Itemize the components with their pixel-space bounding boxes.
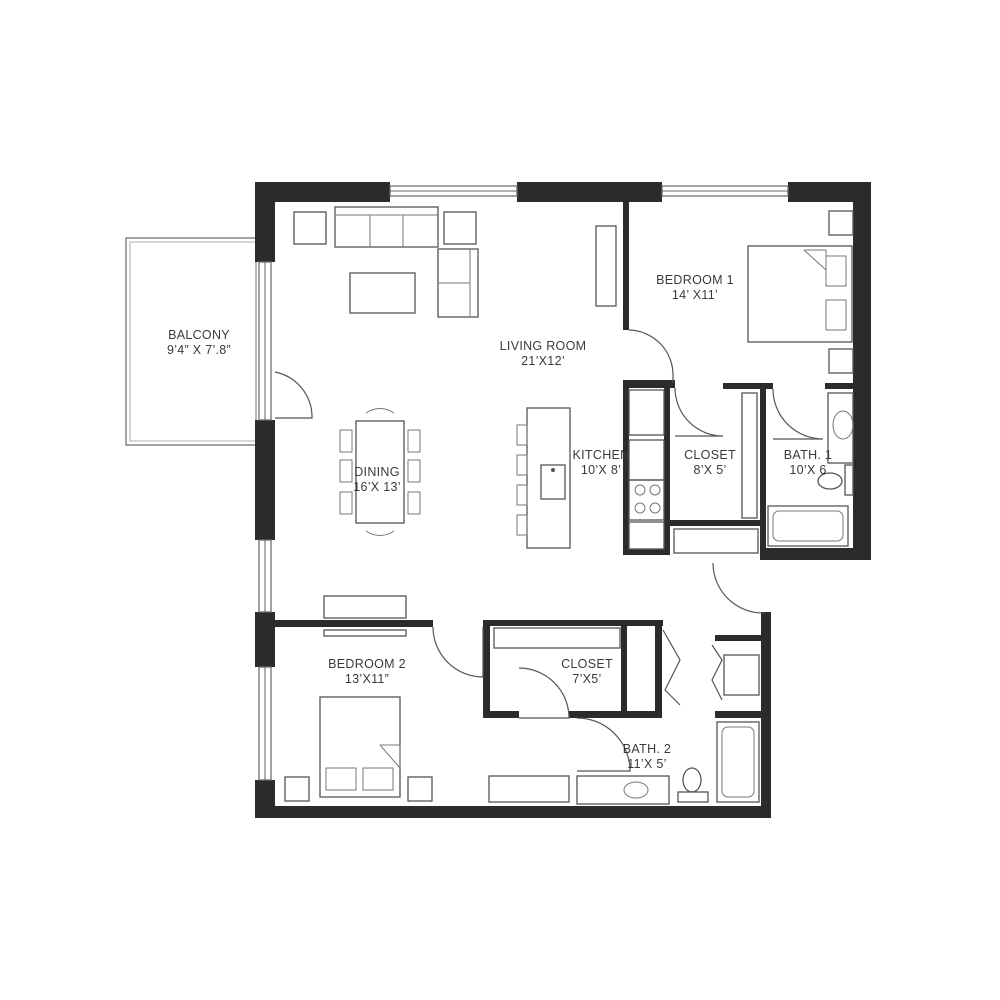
bath2-label: BATH. 2 [623,742,671,756]
living-room-size: 21’X12’ [521,354,565,368]
bath1-label: BATH. 1 [784,448,832,462]
closet1-label: CLOSET [684,448,736,462]
kitchen-size: 10’X 8’ [581,463,621,477]
balcony-label: BALCONY [168,328,230,342]
living-room-label: LIVING ROOM [500,339,587,353]
living-furniture [293,206,617,318]
kitchen-label: KITCHEN [573,448,630,462]
dining-label: DINING [354,465,400,479]
kitchen-fixtures [516,389,665,550]
room-labels: BALCONY 9’4” X 7’.8” LIVING ROOM 21’X12’… [167,273,832,771]
balcony-size: 9’4” X 7’.8” [167,343,231,357]
bedroom1-label: BEDROOM 1 [656,273,734,287]
bath2-size: 11’X 5’ [627,757,666,771]
dining-set [339,408,421,536]
bath1-fixtures [767,392,854,547]
interior-walls [275,200,855,718]
closet2-fixtures [493,627,621,649]
closet2-size: 7’X5’ [572,672,601,686]
bath2-fixtures [576,654,760,805]
exterior-walls [255,182,871,818]
closet2-label: CLOSET [561,657,613,671]
balcony-outline [125,237,257,446]
bedroom2-furniture [284,595,570,803]
doors [274,329,824,772]
windows [258,185,789,781]
bedroom2-size: 13’X11” [345,672,389,686]
bedroom2-label: BEDROOM 2 [328,657,406,671]
bedroom1-size: 14’ X11’ [672,288,718,302]
closet1-size: 8’X 5’ [693,463,726,477]
dining-size: 16’X 13’ [353,480,401,494]
bedroom1-furniture [747,210,854,374]
bath1-size: 10’X 6 [789,463,826,477]
closet1-fixtures [673,392,759,554]
